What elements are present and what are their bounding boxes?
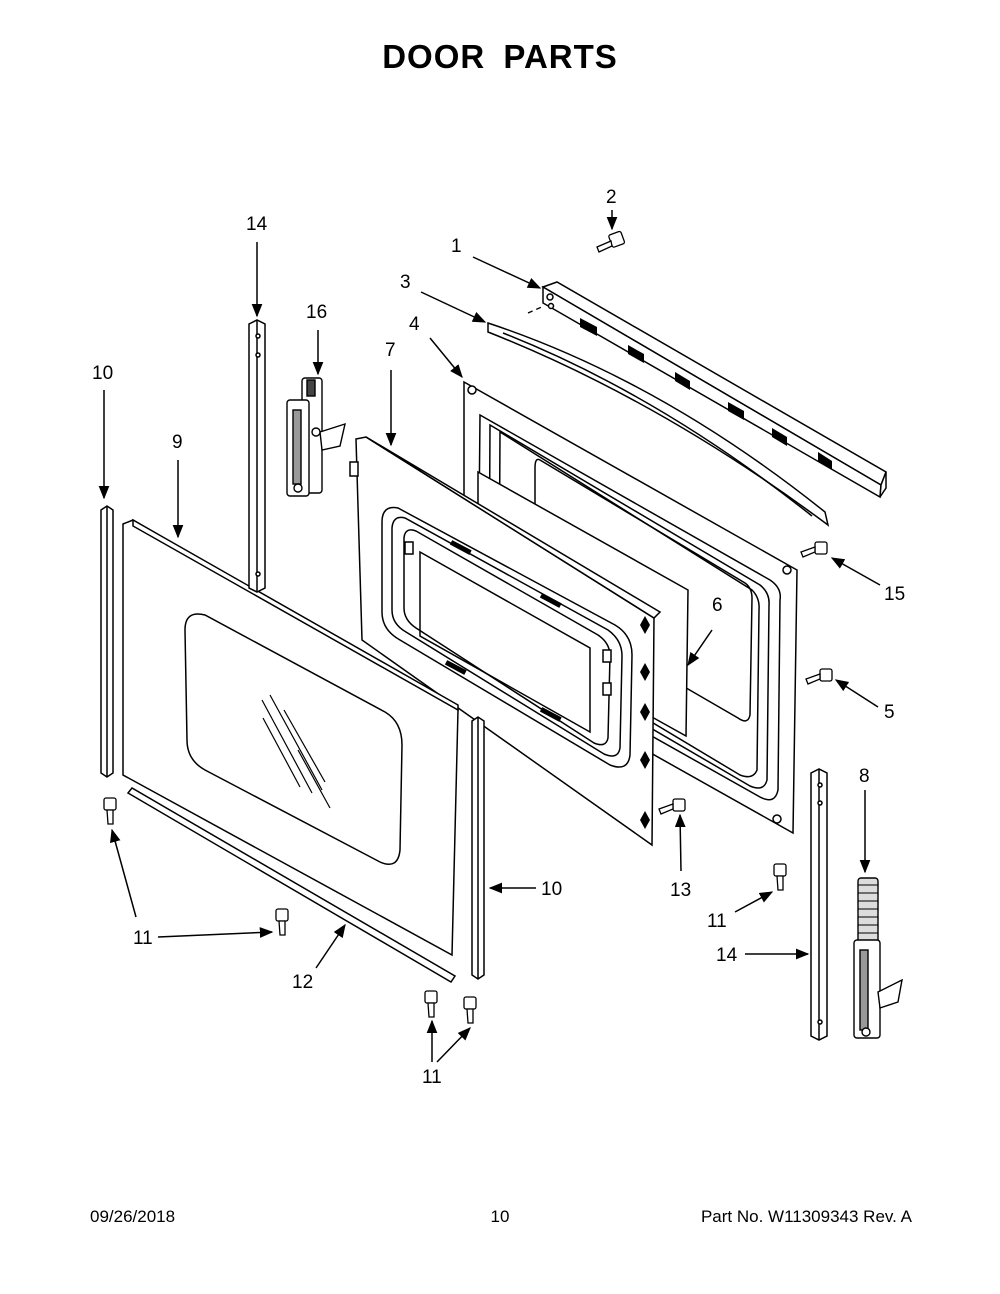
leader-lines — [98, 210, 881, 1063]
callout-14-bottom: 14 — [716, 945, 738, 966]
footer-page-number: 10 — [490, 1207, 510, 1226]
side-trim-right — [471, 716, 485, 980]
callout-10-left: 10 — [92, 363, 113, 384]
screw-part-5 — [805, 668, 833, 685]
callout-11-bottom-center: 11 — [422, 1067, 442, 1088]
page-title: DOOR PARTS — [382, 38, 618, 75]
hinge-channel-right — [810, 768, 828, 1041]
callout-15: 15 — [884, 584, 905, 605]
door-handle — [487, 321, 830, 527]
footer-part-number: Part No. W11309343 Rev. A — [700, 1207, 912, 1226]
callout-2: 2 — [606, 187, 617, 208]
callout-1: 1 — [451, 236, 462, 257]
callout-16: 16 — [306, 302, 327, 323]
callout-12: 12 — [292, 972, 313, 993]
hinge-assembly-left — [286, 377, 346, 497]
vent-trim-bar — [541, 281, 887, 499]
callout-7: 7 — [385, 340, 396, 361]
screw-part-13 — [658, 798, 686, 815]
callout-13: 13 — [670, 880, 691, 901]
callout-4: 4 — [409, 314, 420, 335]
door-frame-panel — [349, 436, 662, 847]
callout-labels: 1 2 3 4 5 6 7 8 9 10 10 11 11 11 11 12 1… — [92, 187, 905, 1088]
side-trim-left — [100, 505, 114, 778]
screws-part-11 — [103, 797, 787, 1024]
screw-part-2 — [596, 230, 626, 253]
callout-11-right: 11 — [707, 911, 727, 932]
callout-3: 3 — [400, 272, 411, 293]
callout-11-bottom-left: 11 — [133, 928, 153, 949]
hinge-channel-left — [248, 319, 266, 593]
callout-14-top: 14 — [246, 214, 268, 235]
bottom-trim — [126, 787, 457, 984]
hinge-assembly-right — [853, 877, 903, 1039]
screw-part-15 — [800, 541, 828, 558]
outer-door-glass — [122, 518, 459, 957]
callout-6: 6 — [712, 595, 723, 616]
callout-9: 9 — [172, 432, 183, 453]
callout-8: 8 — [859, 766, 870, 787]
footer-date: 09/26/2018 — [90, 1207, 176, 1226]
callout-10-right: 10 — [541, 879, 562, 900]
callout-5: 5 — [884, 702, 895, 723]
